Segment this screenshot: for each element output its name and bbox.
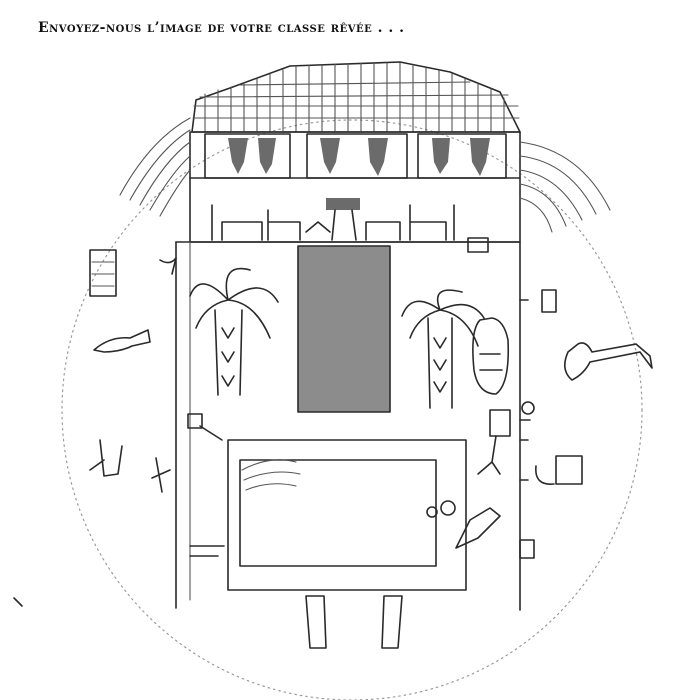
desks-and-chairs — [211, 198, 455, 241]
grid-roof — [191, 61, 521, 133]
left-arc — [119, 117, 191, 217]
carpet — [297, 245, 391, 413]
stray-mark — [13, 597, 23, 607]
legs — [305, 595, 403, 649]
right-objects — [455, 237, 583, 559]
page-title: Envoyez-nous l’image de votre classe rêv… — [38, 20, 405, 36]
palm-tree-right — [401, 289, 485, 409]
swimming-pool — [227, 439, 467, 591]
left-objects — [89, 249, 225, 557]
window-plants — [228, 138, 490, 176]
right-arc — [519, 141, 611, 233]
outer-circle — [61, 119, 643, 700]
palm-tree-left — [189, 267, 279, 396]
classroom-floor — [175, 241, 521, 611]
guitar — [564, 342, 653, 381]
